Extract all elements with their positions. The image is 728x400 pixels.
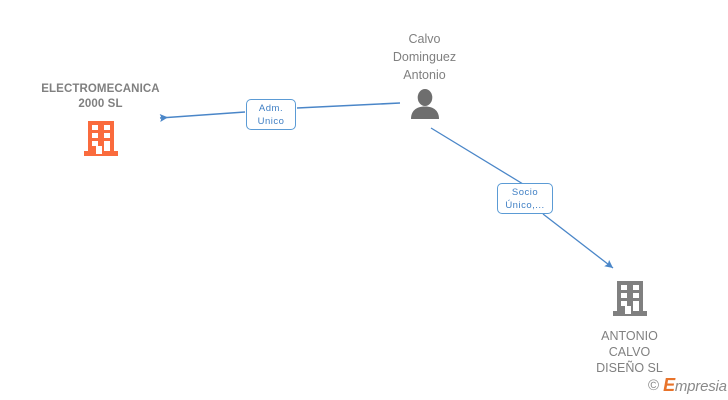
- building-icon: [83, 121, 118, 156]
- person-icon-wrap: [352, 88, 497, 125]
- edge-socio-unico-segment-lower: [542, 213, 614, 269]
- copyright-icon: ©: [648, 376, 660, 394]
- building-icon-wrap: [563, 278, 696, 323]
- node-electromecanica-2000-sl[interactable]: ELECTROMECANICA 2000 SL: [18, 82, 183, 163]
- brand-rest: mpresia: [674, 378, 727, 395]
- edge-socio-unico-segment-upper: [430, 127, 524, 185]
- node-electromecanica-label: ELECTROMECANICA 2000 SL: [41, 83, 160, 110]
- empresia-watermark: © Empresia: [648, 376, 727, 394]
- node-calvo-dominguez-antonio[interactable]: Calvo Dominguez Antonio: [352, 30, 497, 125]
- edge-adm-unico-segment-left: [159, 111, 246, 122]
- edge-label-socio-unico[interactable]: Socio Único,...: [497, 183, 553, 214]
- edge-label-adm-unico[interactable]: Adm. Unico: [246, 99, 296, 130]
- node-person-label: Calvo Dominguez Antonio: [392, 32, 457, 82]
- building-icon: [612, 281, 647, 316]
- edge-adm-unico-segment-right: [296, 102, 401, 109]
- building-icon-wrap: [18, 118, 183, 163]
- node-antonio-calvo-label: ANTONIO CALVO DISEÑO SL: [596, 329, 663, 375]
- brand-initial: E: [663, 375, 675, 395]
- person-icon: [410, 89, 439, 119]
- node-antonio-calvo-diseno-sl[interactable]: ANTONIO CALVO DISEÑO SL: [563, 278, 696, 376]
- brand-wordmark: Empresia: [663, 376, 727, 394]
